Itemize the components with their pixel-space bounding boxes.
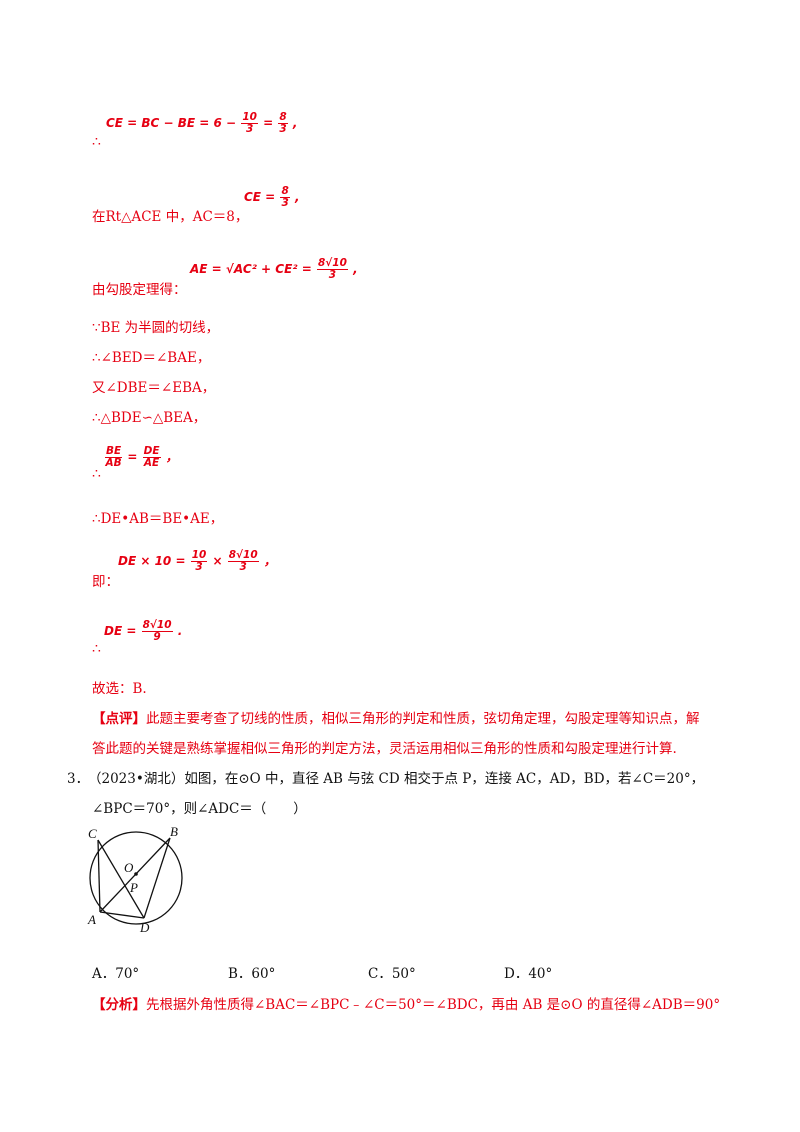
question-line-2: ∠BPC＝70°，则∠ADC＝（ ） [92, 801, 307, 817]
segment-ad [99, 911, 145, 919]
step-angle-dbe: 又∠DBE＝∠EBA， [92, 380, 216, 396]
analysis-line: 【分析】先根据外角性质得∠BAC＝∠BPC﹣∠C＝50°＝∠BDC，再由 AB … [92, 997, 721, 1013]
step-text: 在Rt△ACE 中，AC＝8， [92, 209, 249, 225]
segment-ac [97, 839, 101, 913]
therefore-symbol: ∴ [92, 641, 101, 657]
label-c: C [88, 826, 97, 841]
question-line-1: （2023•湖北）如图，在⊙O 中，直径 AB 与弦 CD 相交于点 P，连接 … [88, 771, 705, 787]
segment-cd [97, 839, 145, 919]
step-tangent: ∵BE 为半圆的切线， [92, 320, 220, 336]
step-text: 即： [92, 574, 119, 590]
choice-b[interactable]: B．60° [228, 966, 276, 982]
comment-line-2: 答此题的关键是熟练掌握相似三角形的判定方法，灵活运用相似三角形的性质和勾股定理进… [92, 741, 677, 757]
answer-line: 故选：B. [92, 681, 147, 697]
step-product: ∴DE•AB＝BE•AE， [92, 511, 224, 527]
label-b: B [170, 824, 178, 839]
step-angle-bed: ∴∠BED＝∠BAE， [92, 350, 211, 366]
choice-d[interactable]: D．40° [504, 966, 553, 982]
step-text: 由勾股定理得： [92, 282, 187, 298]
comment-line-1: 【点评】此题主要考查了切线的性质，相似三角形的判定和性质，弦切角定理，勾股定理等… [92, 711, 700, 727]
label-a: A [87, 912, 96, 927]
comment-tag: 【点评】 [92, 711, 146, 727]
step-similar: ∴△BDE∽△BEA， [92, 410, 207, 426]
label-p: P [129, 880, 138, 895]
question-number: 3． [67, 771, 90, 787]
label-d: D [139, 920, 150, 935]
segment-bd [143, 837, 171, 919]
choice-a[interactable]: A．70° [92, 966, 140, 982]
therefore-symbol: ∴ [92, 134, 101, 150]
circle-figure: C B O P A D [87, 824, 183, 935]
choice-c[interactable]: C．50° [368, 966, 416, 982]
therefore-symbol: ∴ [92, 466, 101, 482]
label-o: O [124, 860, 134, 875]
center-point [134, 872, 138, 876]
analysis-tag: 【分析】 [92, 997, 146, 1013]
circle-o [89, 831, 183, 925]
